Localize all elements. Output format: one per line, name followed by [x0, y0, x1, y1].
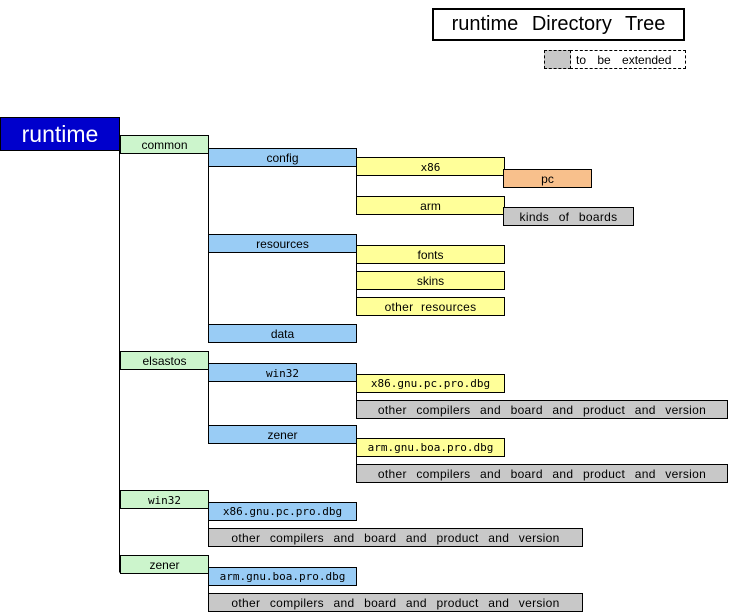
- node-zener-other: other compilers and board and product an…: [208, 593, 583, 612]
- node-elsastos-zener: zener: [208, 425, 357, 444]
- node-runtime: runtime: [0, 117, 120, 151]
- node-other-resources: other resources: [356, 297, 505, 316]
- node-elsastos-win32-build: x86.gnu.pc.pro.dbg: [356, 374, 505, 393]
- node-kinds-of-boards: kinds of boards: [503, 207, 634, 226]
- node-win32-build: x86.gnu.pc.pro.dbg: [208, 502, 357, 521]
- node-zener-build: arm.gnu.boa.pro.dbg: [208, 567, 357, 586]
- diagram-title: runtime Directory Tree: [432, 8, 685, 41]
- node-pc: pc: [503, 169, 592, 188]
- node-config: config: [208, 148, 357, 167]
- node-elsastos-win32-other: other compilers and board and product an…: [356, 400, 728, 419]
- node-elsastos-win32: win32: [208, 363, 357, 382]
- node-elsastos-zener-build: arm.gnu.boa.pro.dbg: [356, 438, 505, 457]
- node-fonts: fonts: [356, 245, 505, 264]
- node-elsastos-zener-other: other compilers and board and product an…: [356, 464, 728, 483]
- node-zener: zener: [120, 555, 209, 574]
- legend-swatch-gray: [544, 50, 571, 69]
- node-skins: skins: [356, 271, 505, 290]
- node-win32: win32: [120, 490, 209, 509]
- node-elsastos: elsastos: [120, 351, 209, 370]
- node-arm: arm: [356, 196, 505, 215]
- node-resources: resources: [208, 234, 357, 253]
- node-win32-other: other compilers and board and product an…: [208, 528, 583, 547]
- node-x86: x86: [356, 157, 505, 176]
- node-data: data: [208, 324, 357, 343]
- node-common: common: [120, 135, 209, 154]
- legend-label: to be extended: [570, 50, 686, 69]
